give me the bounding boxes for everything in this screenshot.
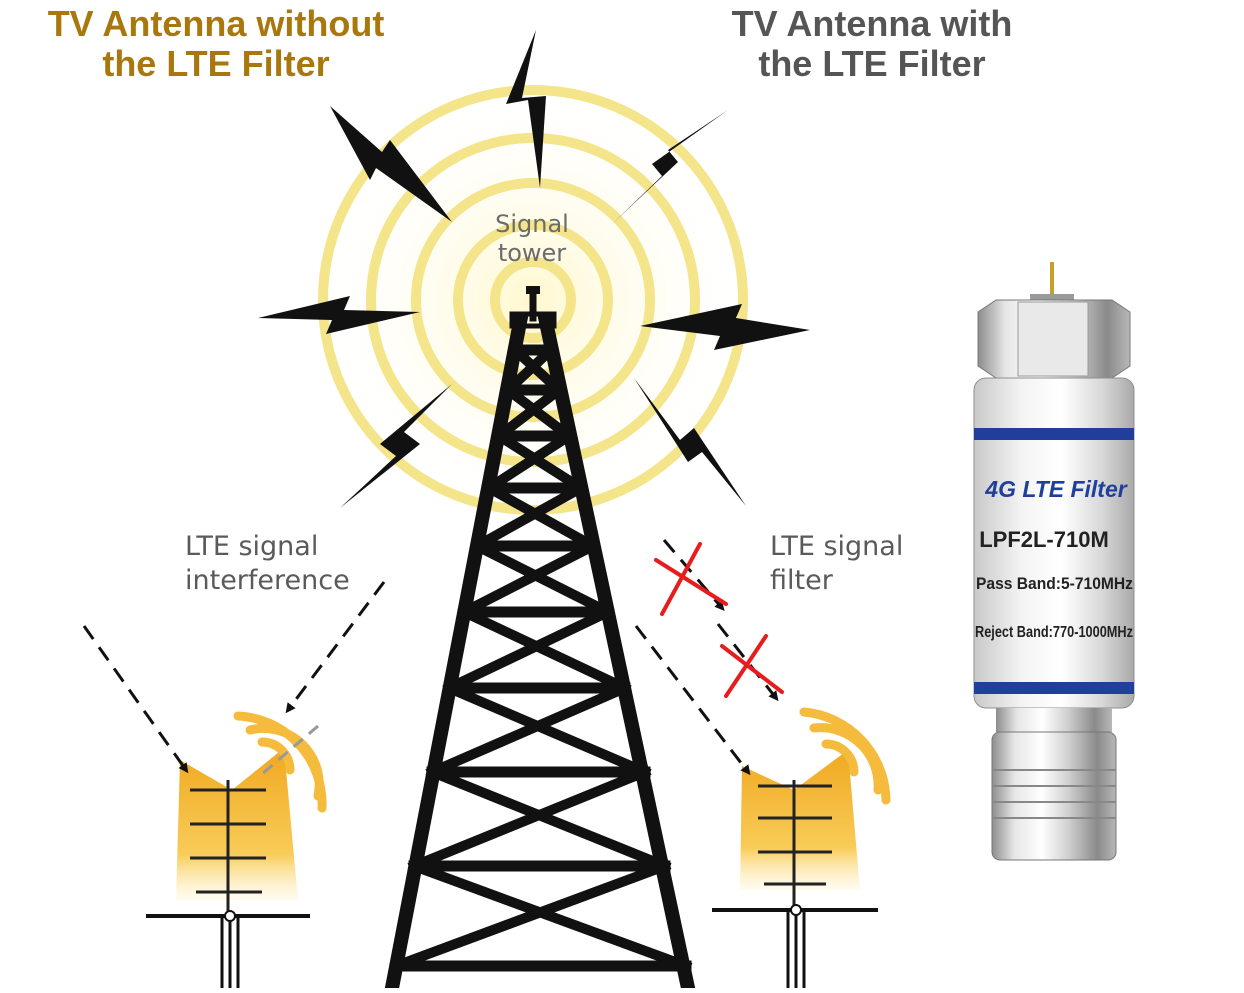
lightning-bolt-icon xyxy=(506,30,546,188)
tv-antenna-left xyxy=(146,748,310,988)
title-right-line1: TV Antenna with xyxy=(731,3,1013,44)
title-left-line2: the LTE Filter xyxy=(102,43,330,84)
signal-tower-label-line1: Signal xyxy=(495,210,569,238)
filter-pass-band-label: Pass Band:5-710MHz xyxy=(976,574,1133,593)
filter-reject-band-label: Reject Band:770-1000MHz xyxy=(975,624,1133,641)
lte-filter-note-line1: LTE signal xyxy=(770,531,904,562)
tv-antenna-right xyxy=(712,750,878,988)
arrow-icon xyxy=(716,623,779,702)
arrow-icon xyxy=(261,724,319,776)
lattice-tower xyxy=(383,286,697,993)
signal-waves-icon xyxy=(233,711,327,813)
lte-interference-note-line1: LTE signal xyxy=(185,531,319,562)
lightning-bolt-icon xyxy=(258,296,420,334)
signal-tower-label-line2: tower xyxy=(497,239,567,267)
lte-filter-note-line2: filter xyxy=(770,565,833,596)
signal-waves-icon xyxy=(799,707,891,805)
blocked-cross-icon xyxy=(720,634,784,698)
signal-tower-label: Signal tower xyxy=(472,210,592,268)
lightning-bolt-icon xyxy=(330,106,452,222)
arrow-icon xyxy=(82,625,189,774)
filter-model-label: LPF2L-710M xyxy=(979,527,1109,552)
lightning-bolt-icon xyxy=(634,378,746,506)
title-left: TV Antenna without the LTE Filter xyxy=(20,4,412,84)
arrow-icon xyxy=(285,581,386,714)
lightning-bolt-icon xyxy=(612,110,728,224)
lte-filter-note: LTE signal filter xyxy=(770,530,960,598)
title-right-line2: the LTE Filter xyxy=(758,43,986,84)
signal-rings xyxy=(318,85,748,515)
lightning-bolt-icon xyxy=(640,304,810,350)
title-right: TV Antenna with the LTE Filter xyxy=(700,4,1044,84)
lightning-bolt-icon xyxy=(340,384,452,508)
lte-interference-note-line2: interference xyxy=(185,565,350,596)
arrow-icon xyxy=(662,539,725,612)
filter-brand-label: 4G LTE Filter xyxy=(984,476,1127,502)
arrow-icon xyxy=(634,625,751,776)
lte-filter-device: 4G LTE Filter LPF2L-710M Pass Band:5-710… xyxy=(973,262,1135,861)
blocked-cross-icon xyxy=(654,542,728,616)
lte-interference-note: LTE signal interference xyxy=(185,530,425,598)
title-left-line1: TV Antenna without xyxy=(47,3,385,44)
